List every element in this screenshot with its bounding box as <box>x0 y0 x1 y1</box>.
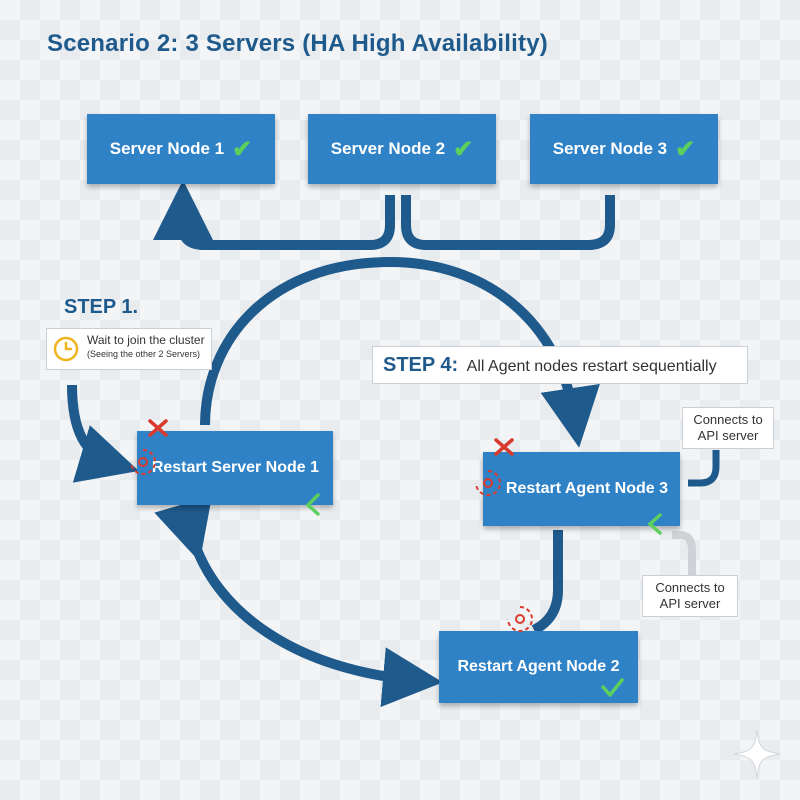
server-node-2[interactable]: Server Node 2 ✔ <box>308 114 496 184</box>
cross-icon <box>494 438 514 456</box>
check-icon <box>647 513 662 535</box>
agent3-callout: Connects to API server <box>682 407 774 449</box>
agent3-callout-line1: Connects to <box>693 412 763 427</box>
server-node-3-label: Server Node 3 <box>552 139 668 158</box>
cross-icon <box>148 419 168 437</box>
arrow-arc-to-agent3 <box>200 256 600 448</box>
agent2-callout-line1: Connects to <box>655 580 725 595</box>
check-icon: ✔ <box>232 135 253 163</box>
restart-agent-node-3-label: Restart Agent Node 3 <box>505 480 668 497</box>
restart-icon <box>130 449 156 475</box>
step1-callout: Wait to join the cluster (Seeing the oth… <box>46 328 212 370</box>
check-icon: ✔ <box>453 135 474 163</box>
step1-label: STEP 1. <box>64 296 139 318</box>
connector-server3 <box>401 195 615 250</box>
agent2-callout: Connects to API server <box>642 575 738 617</box>
restart-icon <box>507 606 533 632</box>
arrow-server2-to-server1 <box>153 180 395 250</box>
connector-agent3-callout <box>688 450 720 487</box>
step4-label: STEP 4: <box>383 354 459 376</box>
agent3-callout-line2: API server <box>697 428 759 443</box>
sparkle-icon <box>733 729 781 779</box>
connector-agent3-agent2 <box>531 530 563 635</box>
restart-agent-node-3[interactable]: Restart Agent Node 3 <box>483 452 680 526</box>
restart-icon <box>475 470 501 496</box>
clock-icon <box>53 336 79 362</box>
restart-server-node-1[interactable]: Restart Server Node 1 <box>137 431 333 505</box>
server-node-1-label: Server Node 1 <box>109 139 225 158</box>
arrow-server1-agent2 <box>154 495 443 708</box>
step4-callout: STEP 4: All Agent nodes restart sequenti… <box>372 346 748 384</box>
restart-agent-node-2-label: Restart Agent Node 2 <box>457 658 620 675</box>
server-node-3[interactable]: Server Node 3 ✔ <box>530 114 718 184</box>
arrow-step1-to-server1 <box>67 384 139 483</box>
restart-agent-node-2[interactable]: Restart Agent Node 2 <box>439 631 638 703</box>
step4-text: All Agent nodes restart sequentially <box>466 358 717 375</box>
restart-server-node-1-label: Restart Server Node 1 <box>151 459 319 476</box>
step1-wait-subtext: (Seeing the other 2 Servers) <box>87 349 201 359</box>
agent2-callout-line2: API server <box>659 596 721 611</box>
server-node-1[interactable]: Server Node 1 ✔ <box>87 114 275 184</box>
connector-agent3-callout2 <box>672 531 696 575</box>
server-node-2-label: Server Node 2 <box>330 139 446 158</box>
check-icon: ✔ <box>675 135 696 163</box>
check-icon <box>601 678 624 697</box>
check-icon <box>305 493 320 516</box>
page-title: Scenario 2: 3 Servers (HA High Availabil… <box>47 30 548 57</box>
step1-wait-text: Wait to join the cluster <box>87 333 205 347</box>
